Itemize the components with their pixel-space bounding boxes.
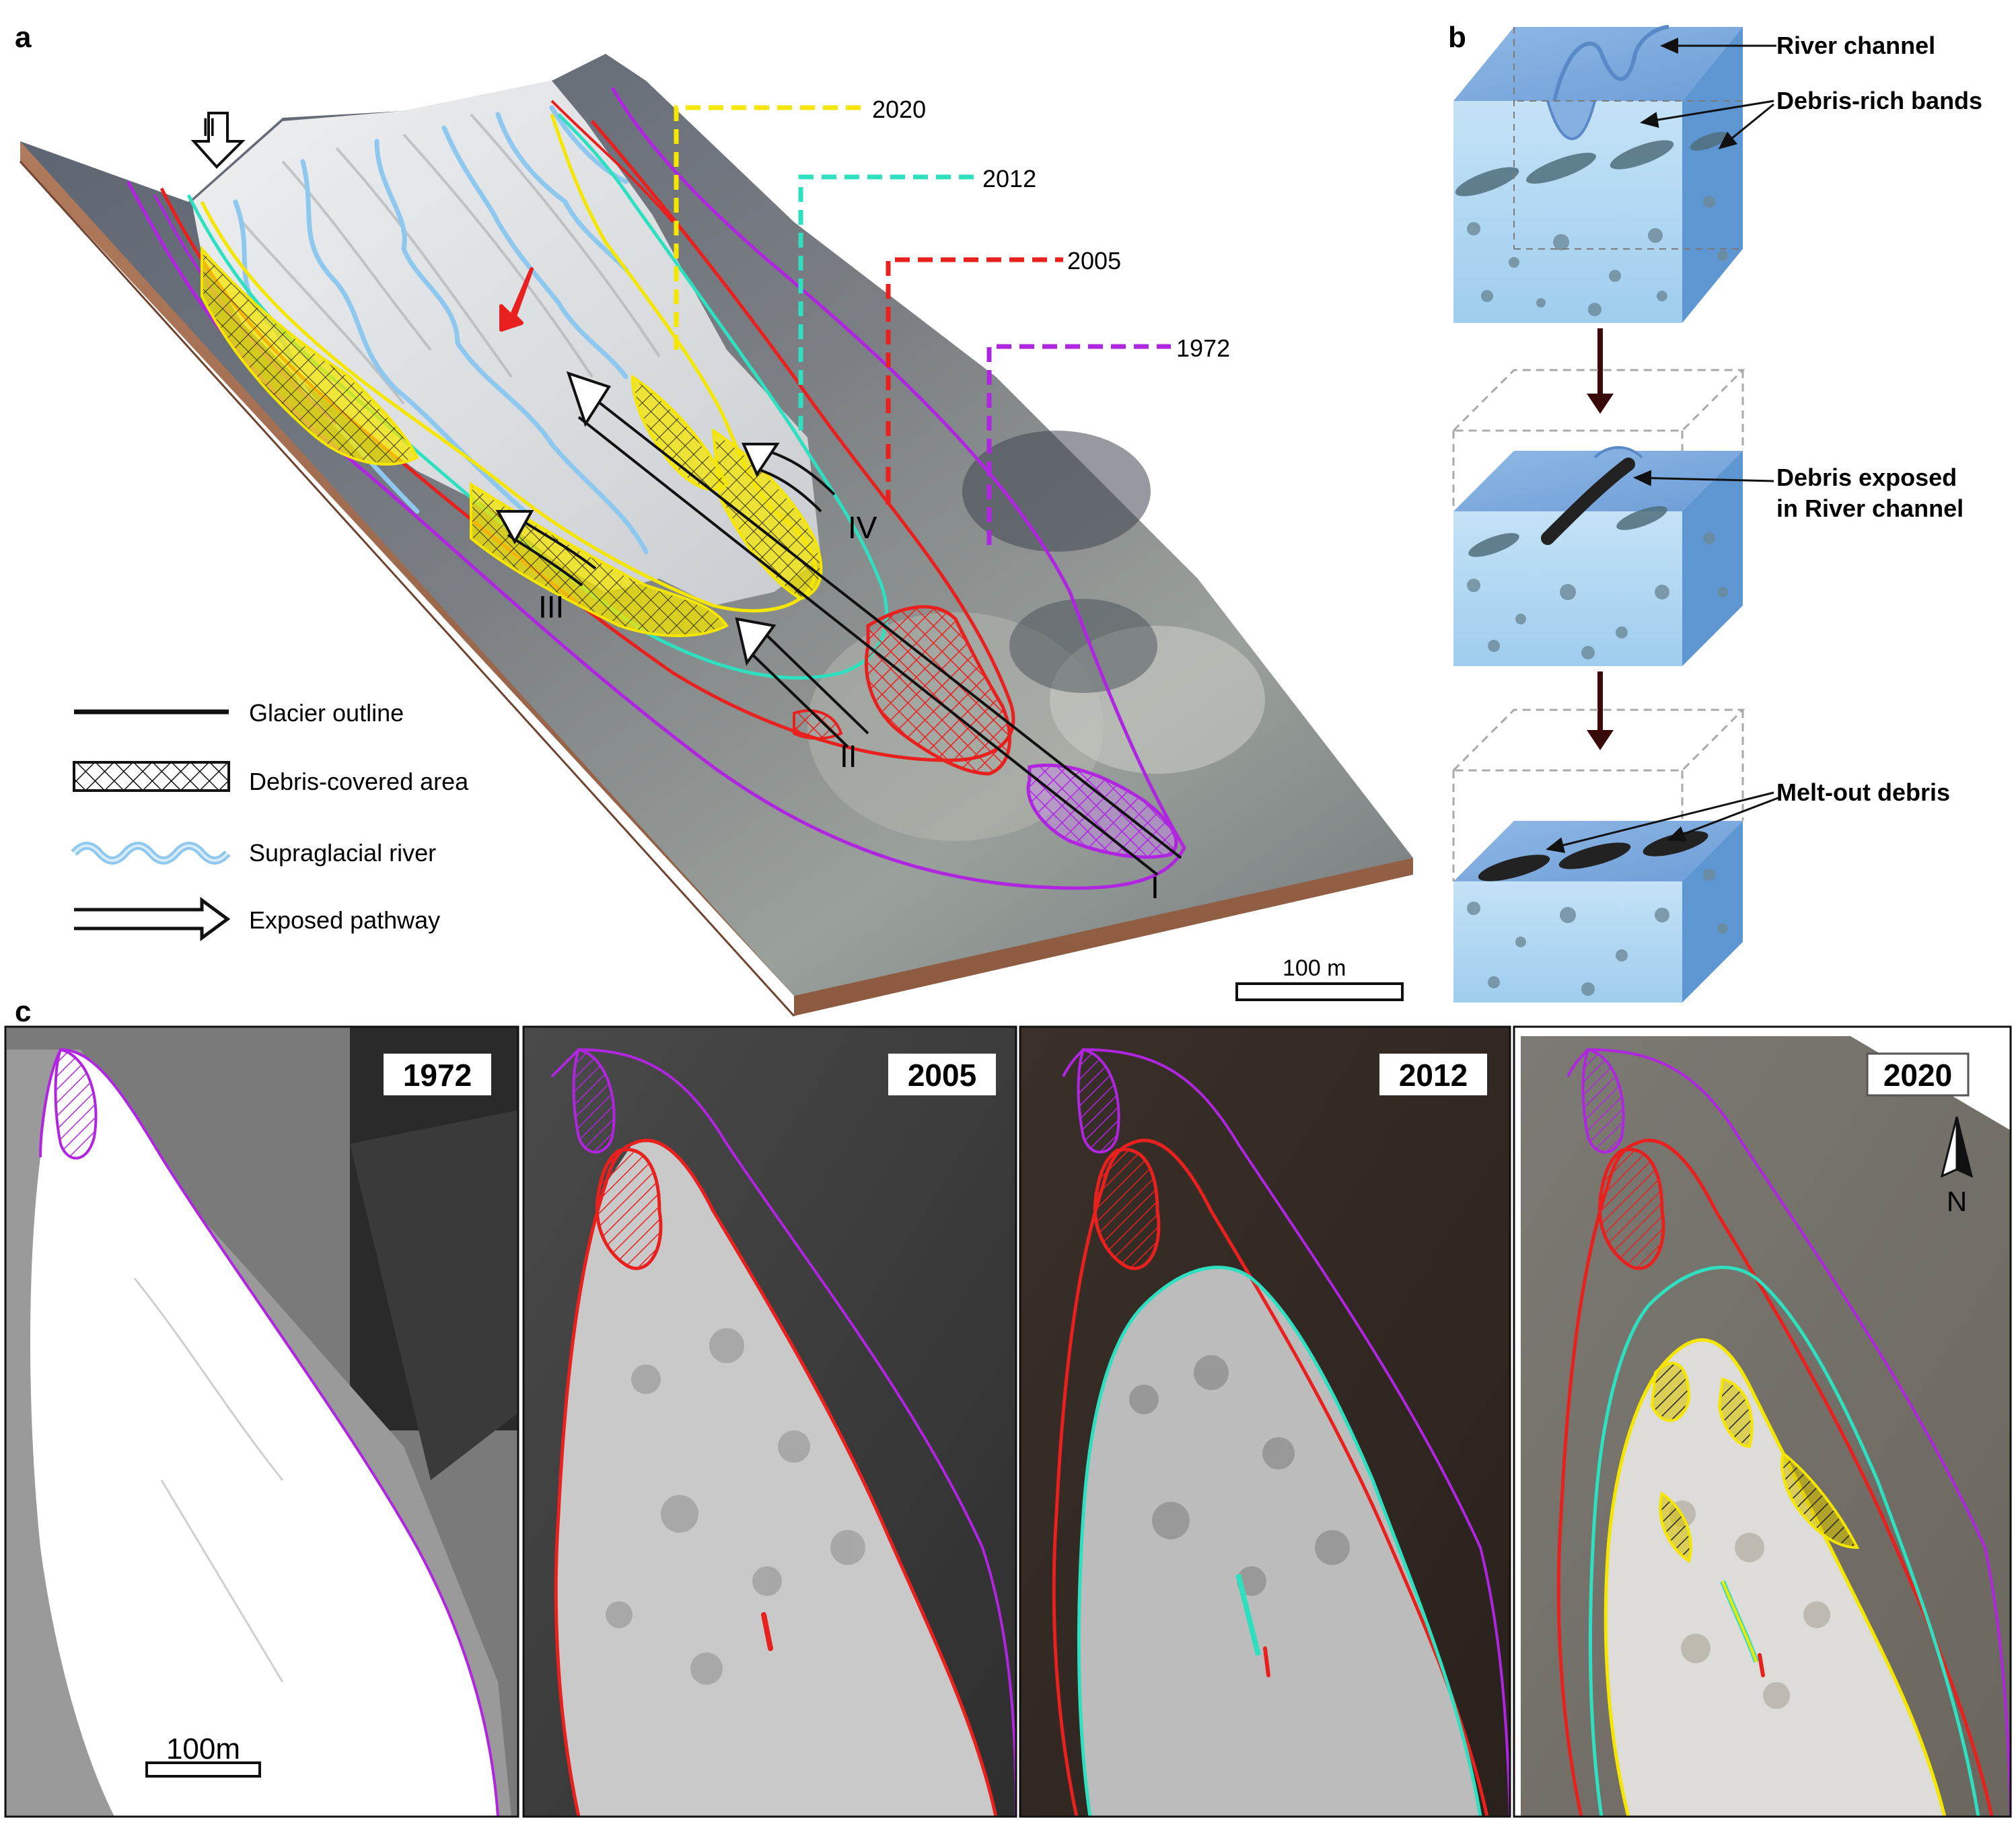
- tile-year-2020: 2020: [1883, 1058, 1952, 1093]
- year-label-1972: 1972: [1176, 334, 1230, 362]
- legend: Glacier outline Debris-covered area Supr…: [71, 699, 469, 941]
- legend-debris-covered: Debris-covered area: [249, 768, 469, 795]
- legend-exposed-pathway: Exposed pathway: [249, 906, 440, 934]
- pathway-i-arrow: [566, 371, 1182, 876]
- label-river-channel: River channel: [1776, 32, 1935, 59]
- label-debris-exposed-2: in River channel: [1776, 495, 1964, 522]
- ice-block-2: [1451, 369, 1745, 666]
- debris-2020-band-b: [470, 482, 729, 637]
- tile-year-2012: 2012: [1399, 1058, 1468, 1093]
- pathway-label-iii: III: [538, 589, 564, 624]
- panel-a: a: [15, 21, 1413, 1017]
- debris-2020-band-d: [631, 374, 729, 491]
- tile-2020: 2020 N: [1513, 1025, 2012, 1818]
- panel-b: b: [1448, 21, 1982, 1003]
- down-arrow-2: [1587, 730, 1614, 750]
- debris-2020-band-a: [201, 245, 419, 466]
- scale-bar-a: 100 m: [1235, 955, 1404, 1001]
- pathway-ii-arrow: [735, 617, 869, 748]
- year-leader-2005: [886, 257, 1063, 505]
- label-debris-bands: Debris-rich bands: [1776, 87, 1982, 114]
- north-label: N: [1947, 1186, 1967, 1217]
- panel-c: c 1972 100m: [4, 995, 2012, 1818]
- ice-2005: [556, 1140, 996, 1817]
- pathway-iv-arrow: [741, 443, 836, 513]
- view-direction-arrow: [190, 112, 246, 169]
- view-marker-label: II: [202, 114, 216, 142]
- year-leader-2020: [674, 105, 868, 350]
- year-label-2005: 2005: [1067, 247, 1121, 275]
- red-indicator-arrow: [499, 267, 534, 332]
- scale-bar-c-label: 100m: [166, 1733, 240, 1765]
- year-label-2012: 2012: [982, 165, 1036, 192]
- year-leader-2012: [798, 174, 979, 431]
- panel-b-letter: b: [1448, 21, 1466, 54]
- svg-text:100 m: 100 m: [1283, 955, 1346, 981]
- scale-bar-c: [145, 1761, 261, 1778]
- tile-1972: 1972 100m: [4, 1025, 519, 1818]
- year-label-2020: 2020: [872, 96, 926, 123]
- down-arrow-1: [1587, 394, 1614, 414]
- label-debris-exposed-1: Debris exposed: [1776, 464, 1957, 491]
- label-meltout-debris: Melt-out debris: [1776, 778, 1950, 806]
- ice-2020: [1606, 1340, 1945, 1817]
- glacier-ice: [192, 81, 821, 606]
- tile-year-1972: 1972: [403, 1058, 472, 1093]
- ice-1972: [30, 1050, 498, 1817]
- tile-year-2005: 2005: [908, 1058, 976, 1093]
- pathway-label-i: I: [1151, 870, 1159, 905]
- debris-2005: [864, 605, 1011, 776]
- outline-2020-3d: [200, 114, 817, 613]
- legend-glacier-outline: Glacier outline: [249, 699, 404, 727]
- outline-1972-3d: [126, 86, 1186, 890]
- crosshatch-icon: [73, 761, 230, 792]
- ice-block-3: [1451, 708, 1745, 1003]
- panel-a-letter: a: [15, 21, 32, 54]
- ice-2012: [1079, 1267, 1480, 1817]
- north-arrow-icon: [1940, 1116, 1974, 1178]
- legend-supraglacial-river: Supraglacial river: [249, 839, 436, 867]
- tile-2005: 2005: [522, 1025, 1017, 1818]
- debris-1972: [1026, 764, 1178, 859]
- ice-block-1: [1453, 25, 1743, 323]
- pathway-label-iv: IV: [848, 510, 877, 545]
- hollow-arrow-icon: [74, 897, 231, 941]
- panel-c-letter: c: [15, 995, 31, 1028]
- pathway-iii-arrow: [495, 510, 597, 587]
- tile-2012: 2012: [1019, 1025, 1511, 1818]
- pathway-label-ii: II: [840, 739, 857, 774]
